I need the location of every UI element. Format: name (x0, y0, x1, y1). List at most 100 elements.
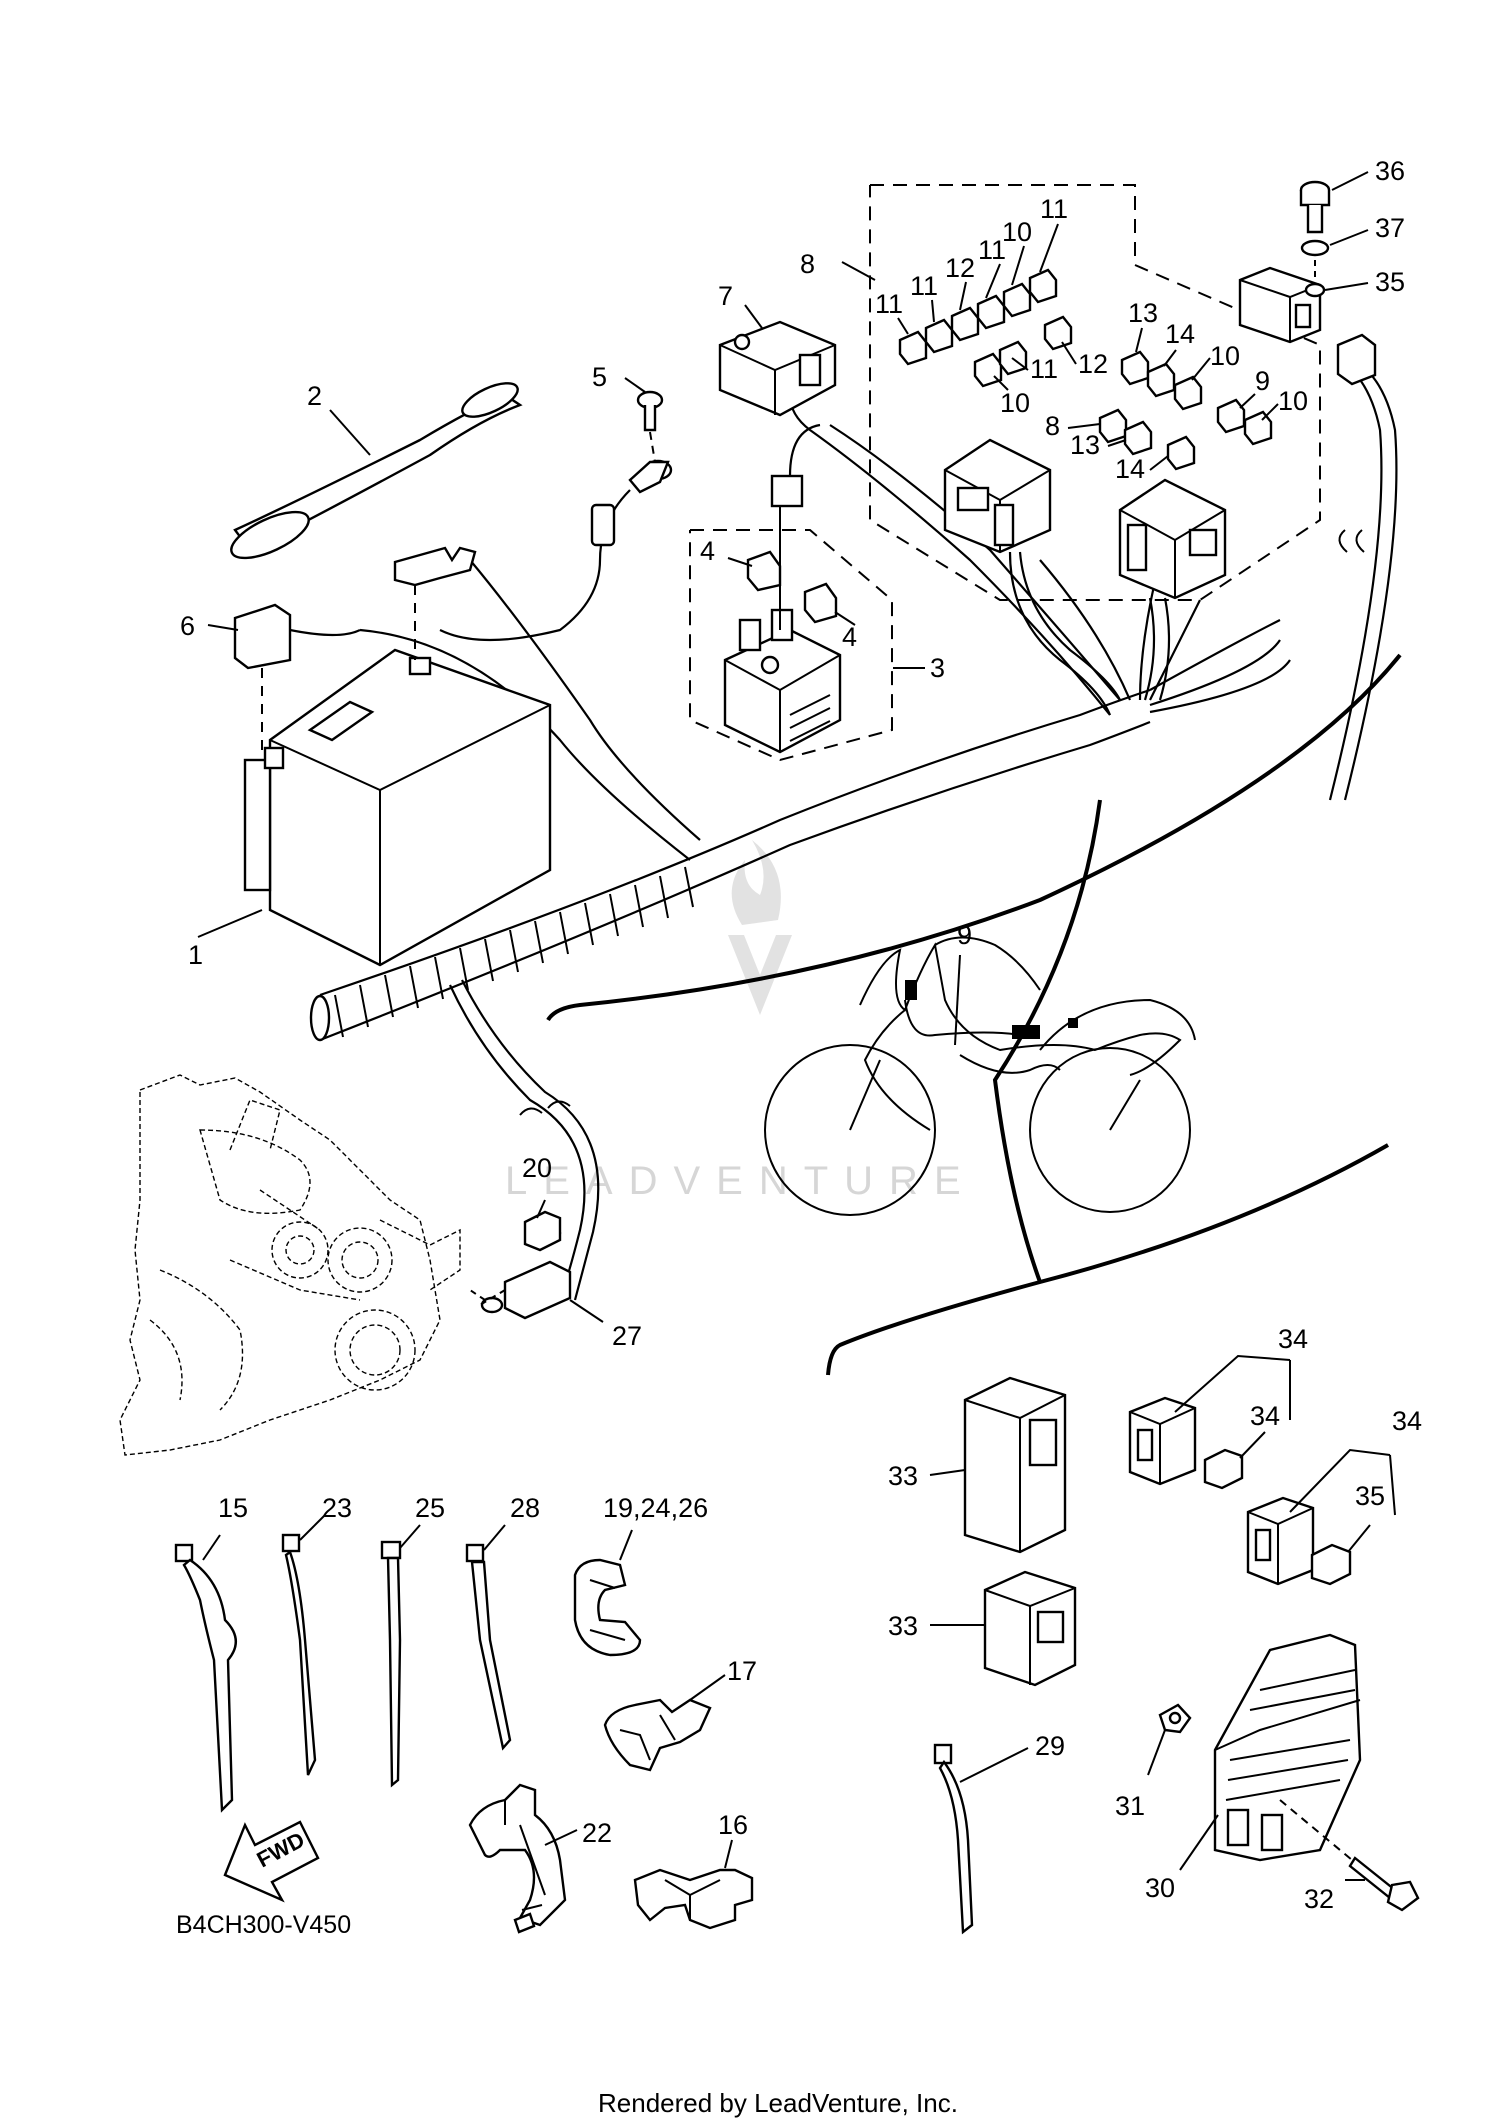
leader-1 (197, 909, 263, 938)
leader-10d (1261, 403, 1279, 421)
leader-13b (1107, 439, 1127, 447)
callout-29: 31 (1115, 1791, 1145, 1821)
callout-10d: 10 (1278, 386, 1308, 416)
leader-25 (483, 1524, 506, 1551)
leader-2 (329, 409, 371, 456)
leader-11e (1011, 357, 1029, 371)
watermark-text: LEADVENTURE (505, 1159, 977, 1203)
leader-9b (1239, 393, 1256, 409)
callout-4a: 4 (700, 536, 715, 566)
callout-14a: 14 (1165, 319, 1195, 349)
relay (718, 320, 837, 417)
callout-11b: 11 (910, 271, 938, 301)
starter-relay (723, 423, 842, 754)
callout-3: 3 (930, 653, 945, 683)
battery (243, 648, 552, 967)
callout-8a: 8 (800, 249, 815, 279)
callout-11e: 11 (1030, 354, 1058, 384)
leader-29 (1147, 1729, 1166, 1776)
leader-19 (619, 1529, 633, 1561)
locator-battery-marker (1012, 1025, 1040, 1039)
callout-28: 30 (1145, 1873, 1175, 1903)
ecu-32 (963, 1376, 1067, 1554)
connector-33b (1246, 1496, 1352, 1586)
leader-15 (202, 1534, 221, 1561)
callout-34a: 34 (1250, 1401, 1280, 1431)
callout-12b: 12 (1078, 349, 1108, 379)
callout-14b: 14 (1115, 454, 1145, 484)
relay-31 (983, 1570, 1077, 1687)
leader-36 (1331, 171, 1369, 191)
separator-lines (546, 653, 1402, 1376)
callout-30: 32 (1304, 1884, 1334, 1914)
cable-tie-27 (933, 1743, 974, 1935)
leader-22 (399, 1524, 421, 1549)
callout-5: 7 (718, 281, 733, 311)
leader-21 (299, 1514, 326, 1541)
callout-11a: 11 (875, 289, 903, 319)
wire-harness (309, 359, 1398, 1301)
terminal-bracket (393, 546, 477, 587)
leader-7 (207, 624, 239, 631)
leader-13a (1135, 327, 1143, 353)
leader-37 (1329, 229, 1369, 246)
callout-12a: 12 (945, 253, 975, 283)
relay-fuses (746, 550, 838, 624)
leader-18 (724, 1839, 733, 1869)
cable-tie-25 (465, 1543, 512, 1751)
leader-16 (536, 1199, 546, 1219)
relay-group-box (689, 529, 893, 762)
callout-4b: 4 (842, 622, 857, 652)
leader-8a (841, 261, 876, 281)
callout-35: 35 (1375, 267, 1405, 297)
leader-4a (727, 557, 753, 567)
footer-credit: Rendered by LeadVenture, Inc. (598, 2088, 958, 2118)
callout-34b: 35 (1355, 1481, 1385, 1511)
leaders-fuses-top (897, 223, 1059, 335)
callout-2: 2 (307, 381, 322, 411)
callout-27: 29 (1035, 1731, 1065, 1761)
cable-tie-21 (281, 1533, 317, 1776)
callout-15: 15 (218, 1493, 248, 1523)
callout-25: 28 (510, 1493, 540, 1523)
callout-20: 22 (582, 1818, 612, 1848)
callout-9a: 8 (1045, 411, 1060, 441)
terminal-cover (233, 603, 361, 750)
clamp-18 (633, 1868, 754, 1930)
bolt-36 (1299, 180, 1331, 234)
leader-33a (1174, 1354, 1291, 1413)
leader-27 (959, 1747, 1029, 1783)
callout-31: 33 (888, 1611, 918, 1641)
leader-32 (929, 1469, 966, 1476)
callout-6: 5 (592, 362, 607, 392)
fuse-box-1 (943, 438, 1121, 716)
leader-28 (1179, 1814, 1219, 1871)
callout-10c: 10 (1210, 341, 1240, 371)
battery-band (230, 382, 523, 560)
callout-37: 37 (1375, 213, 1405, 243)
blade-fuses (898, 268, 1273, 471)
motorcycle-locator (764, 936, 1196, 1216)
spiral-wrap (309, 866, 694, 1042)
callout-19: 19,24,26 (603, 1493, 708, 1523)
callout-22: 25 (415, 1493, 445, 1523)
regulator-28 (1158, 1633, 1362, 1862)
callout-11d: 11 (1040, 194, 1068, 224)
fuse-group-box (869, 184, 1321, 601)
leader-4b (834, 611, 856, 626)
cable-tie-15 (174, 1543, 237, 1813)
leader-5 (744, 304, 763, 329)
leader-12b (1061, 341, 1077, 365)
leader-6 (624, 377, 646, 393)
leader-23 (569, 1299, 604, 1323)
callout-21: 23 (322, 1493, 352, 1523)
fwd-arrow: FWD (223, 1820, 320, 1903)
callout-16: 20 (522, 1153, 552, 1183)
leader-14a (1163, 349, 1177, 367)
locator-relay-marker (1068, 1018, 1078, 1028)
callout-23: 27 (612, 1321, 642, 1351)
leader-35 (1324, 282, 1369, 291)
callout-32: 33 (888, 1461, 918, 1491)
leader-33b (1289, 1448, 1391, 1513)
